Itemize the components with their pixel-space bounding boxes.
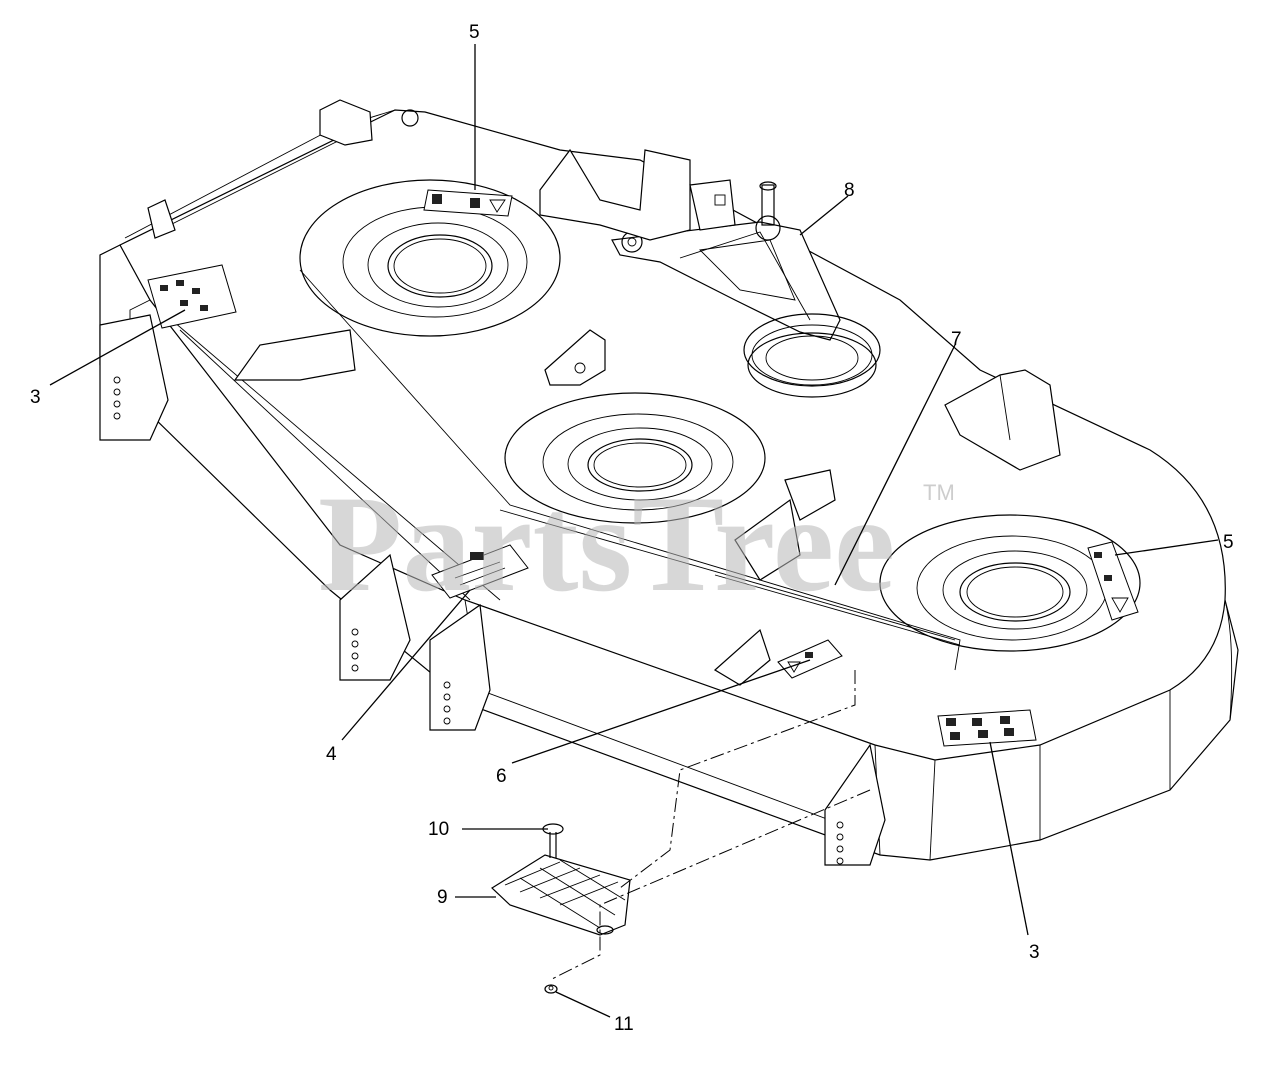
hitch-plate-left-inner xyxy=(339,553,411,681)
decal-5-right xyxy=(1087,541,1139,621)
leader-lines xyxy=(49,44,1219,1018)
center-baffle xyxy=(544,329,836,581)
callout-3-front: 3 xyxy=(1029,942,1040,963)
callout-9: 9 xyxy=(437,887,448,908)
right-bracket xyxy=(944,369,1061,471)
decal-3-left xyxy=(147,264,237,329)
callout-7: 7 xyxy=(951,329,962,350)
hitch-plate-right xyxy=(824,743,886,866)
callout-11: 11 xyxy=(614,1014,634,1035)
assembly-paths xyxy=(549,670,871,981)
callout-4: 4 xyxy=(326,744,337,765)
watermark-text: PartsTree xyxy=(318,467,895,620)
watermark-tm: TM xyxy=(923,480,955,505)
callout-10: 10 xyxy=(428,819,449,840)
skid-pad xyxy=(491,854,631,936)
hitch-bracket-center xyxy=(713,628,771,686)
callout-3-left: 3 xyxy=(30,387,41,408)
hitch-plate-left-outer xyxy=(99,314,169,441)
callout-5-rear: 5 xyxy=(469,22,480,43)
nut xyxy=(544,984,558,994)
callout-5-right: 5 xyxy=(1223,532,1234,553)
callout-8: 8 xyxy=(844,180,855,201)
rear-bracket xyxy=(539,148,736,241)
decal-3-front xyxy=(937,709,1037,747)
spindle-center xyxy=(504,392,766,524)
watermark: PartsTree TM xyxy=(318,467,955,620)
callout-6: 6 xyxy=(496,766,507,787)
spindle-right xyxy=(879,514,1141,652)
decal-6 xyxy=(777,639,843,679)
decal-5-rear xyxy=(423,189,513,217)
idler-arm-assembly xyxy=(611,181,881,398)
left-bracket xyxy=(147,99,419,381)
decal-4 xyxy=(431,544,529,599)
callout-labels: 5 8 3 7 5 4 6 3 10 9 11 xyxy=(30,22,1234,1035)
hitch-plate-center xyxy=(429,603,491,731)
